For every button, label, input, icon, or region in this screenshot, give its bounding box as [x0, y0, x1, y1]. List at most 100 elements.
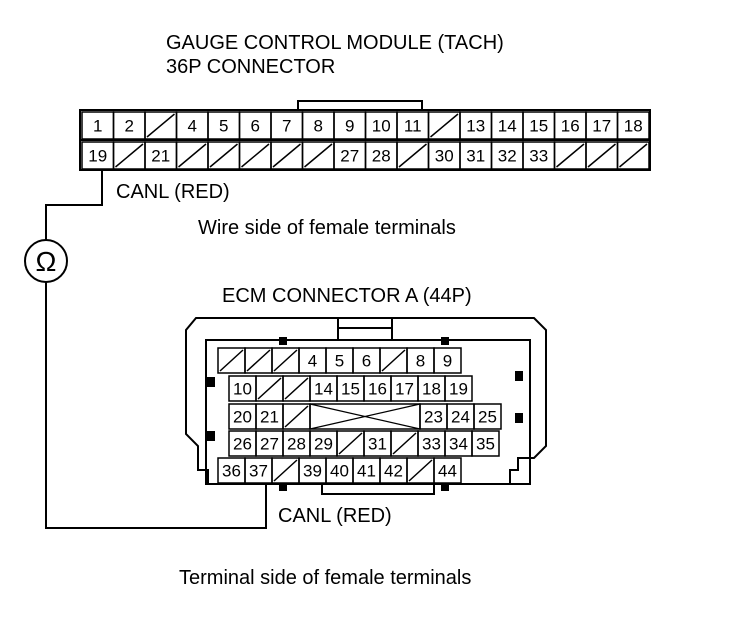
ecm-row1-cell — [433, 347, 462, 374]
unused-terminal-slash — [209, 143, 238, 168]
terminal-number: 29 — [314, 435, 333, 454]
terminal-number: 21 — [151, 147, 170, 166]
terminal-number: 19 — [88, 147, 107, 166]
terminal-number: 15 — [529, 117, 548, 136]
terminal-number: 11 — [404, 117, 422, 136]
terminal-number: 9 — [345, 117, 354, 136]
unused-terminal-slash — [115, 143, 144, 168]
terminal-number: 14 — [314, 380, 333, 399]
terminal-number: 28 — [287, 435, 306, 454]
unused-terminal-slash — [587, 143, 616, 168]
terminal-number: 28 — [372, 147, 391, 166]
ecm-row4-cell — [471, 430, 500, 457]
terminal-number: 19 — [449, 380, 468, 399]
terminal-number: 24 — [451, 408, 470, 427]
terminal-number: 5 — [335, 352, 344, 371]
terminal-number: 18 — [422, 380, 441, 399]
terminal-number: 23 — [424, 408, 443, 427]
ecm-row3-cell — [473, 403, 502, 430]
terminal-number: 35 — [476, 435, 495, 454]
gauge-36p-connector — [79, 100, 651, 171]
terminal-number: 10 — [233, 380, 252, 399]
ohm-meter-icon: Ω — [24, 239, 68, 283]
unused-terminal-slash — [273, 349, 298, 372]
diagram-title-line2: 36P CONNECTOR — [166, 56, 336, 78]
unused-terminal-slash — [284, 377, 309, 400]
diagram-title-line1: GAUGE CONTROL MODULE (TACH) — [166, 32, 504, 54]
unused-terminal-slash — [272, 143, 301, 168]
terminal-number: 30 — [435, 147, 454, 166]
terminal-number: 10 — [372, 117, 391, 136]
terminal-number: 27 — [340, 147, 359, 166]
unused-terminal-slash — [241, 143, 270, 168]
terminal-number: 5 — [219, 117, 228, 136]
terminal-number: 32 — [498, 147, 517, 166]
wire-side-caption: Wire side of female terminals — [198, 217, 456, 239]
terminal-number: 40 — [330, 462, 349, 481]
unused-terminal-slash — [178, 143, 207, 168]
ecm-row2-cell — [444, 375, 473, 402]
unused-terminal-slash — [273, 459, 298, 482]
terminal-number: 41 — [357, 462, 376, 481]
terminal-number: 15 — [341, 380, 360, 399]
terminal-number: 21 — [260, 408, 279, 427]
terminal-number: 42 — [384, 462, 403, 481]
canl-label-gauge: CANL (RED) — [116, 181, 230, 203]
unused-terminal-slash — [381, 349, 406, 372]
canl-label-ecm: CANL (RED) — [278, 505, 392, 527]
ecm-44p-connector — [185, 317, 547, 495]
terminal-number: 18 — [624, 117, 643, 136]
terminal-number: 2 — [125, 117, 134, 136]
terminal-side-caption: Terminal side of female terminals — [179, 567, 472, 589]
terminal-number: 37 — [249, 462, 268, 481]
unused-terminal-slash — [246, 349, 271, 372]
terminal-number: 17 — [592, 117, 611, 136]
terminal-number: 31 — [466, 147, 485, 166]
unused-terminal-slash — [304, 143, 333, 168]
terminal-number: 17 — [395, 380, 414, 399]
terminal-number: 6 — [251, 117, 260, 136]
terminal-number: 16 — [561, 117, 580, 136]
unused-terminal-slash — [556, 143, 585, 168]
terminal-number: 6 — [362, 352, 371, 371]
terminal-number: 26 — [233, 435, 252, 454]
unused-terminal-slash — [146, 113, 175, 138]
terminal-number: 14 — [498, 117, 517, 136]
unused-terminal-slash — [284, 405, 309, 428]
terminal-number: 39 — [303, 462, 322, 481]
terminal-number: 25 — [478, 408, 497, 427]
terminal-number: 33 — [529, 147, 548, 166]
terminal-number: 34 — [449, 435, 468, 454]
terminal-number: 13 — [466, 117, 485, 136]
terminal-number: 44 — [438, 462, 457, 481]
terminal-number: 20 — [233, 408, 252, 427]
terminal-number: 8 — [416, 352, 425, 371]
terminal-number: 31 — [368, 435, 387, 454]
unused-terminal-slash — [219, 349, 244, 372]
svg-text:Ω: Ω — [36, 246, 57, 277]
gauge-row2-cell — [616, 141, 650, 170]
terminal-number: 8 — [314, 117, 323, 136]
unused-terminal-slash — [619, 143, 648, 168]
ecm-connector-title: ECM CONNECTOR A (44P) — [222, 285, 472, 307]
unused-terminal-slash — [338, 432, 363, 455]
gauge-row1-cell — [616, 111, 650, 140]
unused-terminal-slash — [392, 432, 417, 455]
meter-wiring — [45, 170, 267, 529]
unused-terminal-slash — [408, 459, 433, 482]
unused-terminal-slash — [430, 113, 459, 138]
terminal-number: 4 — [188, 117, 197, 136]
terminal-number: 33 — [422, 435, 441, 454]
terminal-number: 27 — [260, 435, 279, 454]
ecm-row5-cell — [433, 457, 462, 484]
terminal-number: 1 — [93, 117, 102, 136]
unused-terminal-slash — [257, 377, 282, 400]
terminal-number: 4 — [308, 352, 317, 371]
terminal-number: 7 — [282, 117, 291, 136]
terminal-number: 16 — [368, 380, 387, 399]
terminal-number: 36 — [222, 462, 241, 481]
terminal-number: 9 — [443, 352, 452, 371]
blocked-cavity — [309, 403, 421, 430]
unused-terminal-slash — [398, 143, 427, 168]
